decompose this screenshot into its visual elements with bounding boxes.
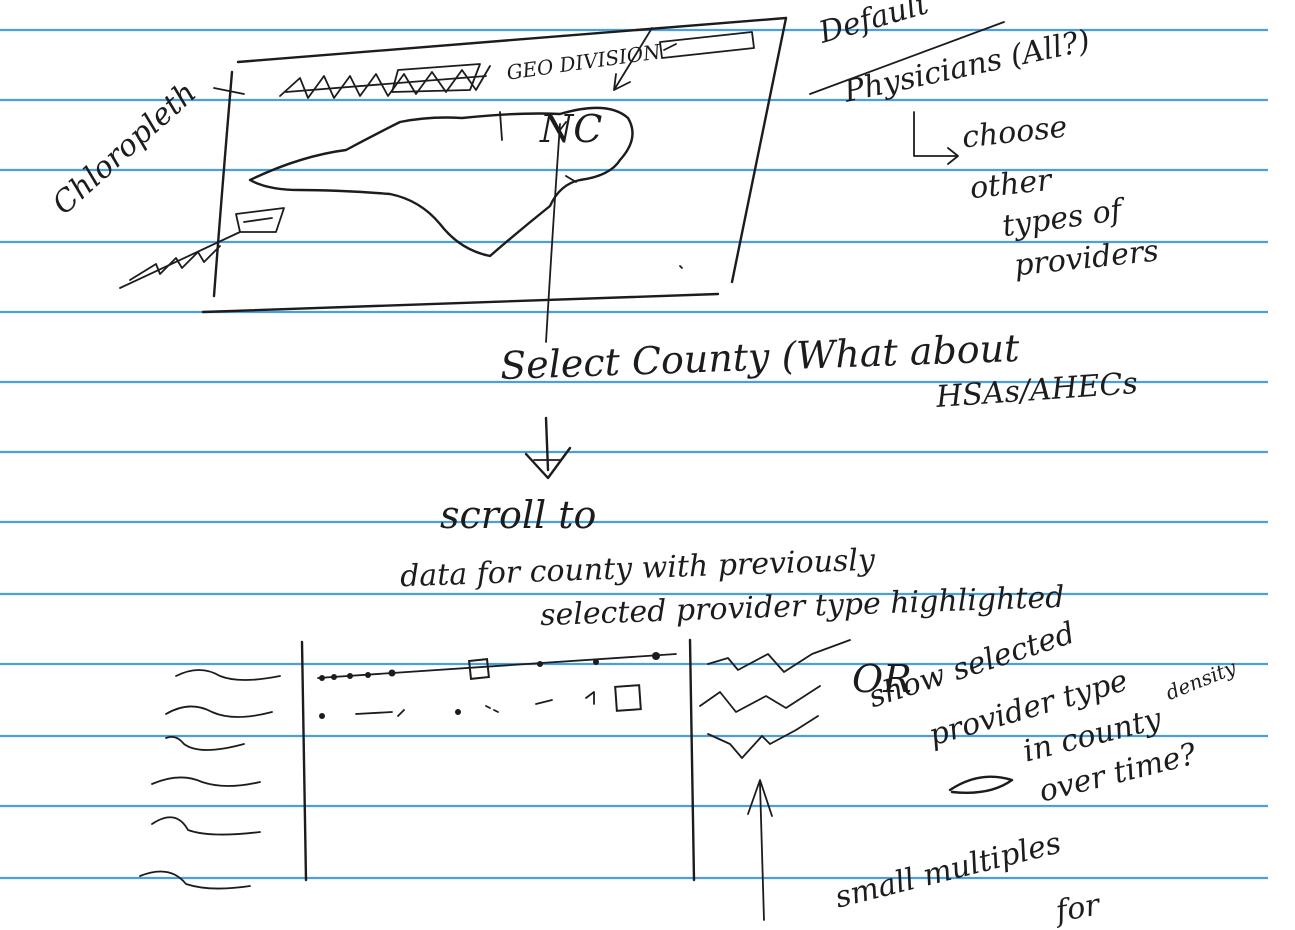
map-dot xyxy=(679,265,683,269)
default-underline xyxy=(809,21,1005,95)
dot-mark xyxy=(593,659,599,665)
geo-division-dropdown[interactable] xyxy=(659,31,755,59)
scroll-to-label: scroll to xyxy=(440,493,597,537)
dot-mark xyxy=(388,669,396,677)
dot-mark xyxy=(652,652,660,660)
map-panel-frame xyxy=(201,16,788,314)
dot-mark xyxy=(331,674,337,680)
dot-mark xyxy=(347,673,353,679)
state-outline xyxy=(248,106,634,258)
down-arrow-icon xyxy=(524,416,572,480)
row-labels xyxy=(139,669,281,890)
detail-panel xyxy=(300,638,696,882)
other-label: other xyxy=(968,162,1054,207)
highlight-square xyxy=(468,658,490,680)
ruled-lines xyxy=(0,28,1268,880)
map-state-label: NC xyxy=(540,107,603,151)
dot-mark xyxy=(319,675,325,681)
or-label: OR xyxy=(852,657,912,701)
up-arrow-icon xyxy=(747,779,773,921)
county-marker-line xyxy=(499,111,503,141)
dot-mark xyxy=(319,713,325,719)
time-slider[interactable] xyxy=(119,207,285,289)
selection-pointer-line xyxy=(545,123,561,343)
scribble-icon xyxy=(948,775,1014,794)
choose-arrow-icon xyxy=(913,111,959,165)
annotation-arrow-icon xyxy=(613,27,653,91)
dot-mark xyxy=(537,661,543,667)
dot-mark xyxy=(365,672,371,678)
highlight-square xyxy=(614,684,642,712)
scribbled-out-text xyxy=(279,63,491,99)
dot-mark xyxy=(455,709,461,715)
map-pin-icon xyxy=(559,121,577,183)
dot-plot-rows xyxy=(317,652,677,719)
sparklines xyxy=(699,639,851,759)
